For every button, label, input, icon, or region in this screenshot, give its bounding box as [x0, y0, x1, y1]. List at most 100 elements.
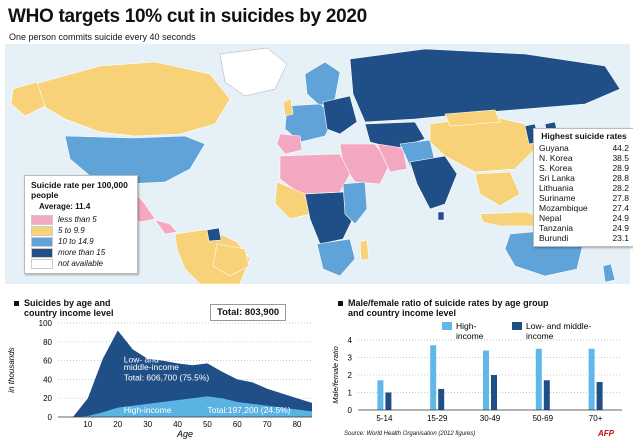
ranking-row: Nepal 24.9: [539, 213, 629, 223]
y-tick-label: 60: [43, 357, 52, 366]
legend-swatch-low-middle: [512, 322, 522, 330]
map-alaska: [10, 81, 46, 117]
ratio-heading-line2: and country income level: [348, 308, 457, 318]
y-tick-label: 2: [348, 371, 353, 380]
legend-label: more than 15: [58, 248, 106, 257]
bar-high-income: [588, 348, 595, 410]
bar-low-middle-income: [438, 389, 445, 410]
ratio-chart-heading: Male/female ratio of suicide rates by ag…: [338, 298, 549, 318]
legend-item: more than 15: [31, 247, 131, 258]
map-southern-africa: [316, 238, 356, 277]
map-iran: [376, 143, 408, 173]
legend-item: 5 to 9.9: [31, 225, 131, 236]
page-subtitle: One person commits suicide every 40 seco…: [9, 32, 196, 42]
legend-label-low-middle-1: Low- and middle-: [526, 321, 591, 331]
x-tick-label: 50-69: [533, 414, 554, 423]
bar-low-middle-income: [491, 375, 497, 410]
bar-high-income: [535, 348, 542, 410]
legend-label-high-income-1: High-: [456, 321, 476, 331]
map-madagascar: [359, 239, 370, 261]
legend-label: 5 to 9.9: [58, 226, 85, 235]
ranking-country: Burundi: [539, 233, 569, 243]
x-tick-label: 70+: [589, 414, 603, 423]
legend-swatch: [31, 225, 53, 236]
y-tick-label: 80: [43, 338, 52, 347]
ranking-rate: 27.8: [612, 193, 629, 203]
source-note: Source: World Health Organisation (2012 …: [344, 431, 476, 437]
y-axis-title: in thousands: [7, 347, 16, 392]
map-mongolia: [444, 109, 501, 127]
x-tick-label: 20: [113, 420, 122, 429]
y-tick-label: 20: [43, 394, 52, 403]
bar-low-middle-income: [385, 392, 392, 410]
legend-label: 10 to 14.9: [58, 237, 94, 246]
legend-item: 10 to 14.9: [31, 236, 131, 247]
area-high-income: [72, 396, 312, 417]
legend-swatch: [31, 214, 53, 225]
legend-label: less than 5: [58, 215, 97, 224]
x-tick-label: 60: [233, 420, 242, 429]
x-tick-label: 15-29: [427, 414, 448, 423]
map-russia: [349, 48, 621, 123]
series-name-high: High-income: [124, 405, 172, 415]
map-uk: [282, 98, 294, 117]
map-legend: Suicide rate per 100,000 people Average:…: [24, 175, 138, 274]
legend-average: Average: 11.4: [39, 202, 91, 211]
ranking-rate: 28.8: [612, 173, 629, 183]
ranking-rate: 44.2: [612, 143, 629, 153]
legend-title: Suicide rate per 100,000 people: [31, 180, 128, 200]
ranking-rate: 24.9: [612, 213, 629, 223]
ranking-country: Nepal: [539, 213, 562, 223]
y-tick-label: 0: [348, 406, 353, 415]
series-name-low-middle-2: middle-income: [124, 362, 180, 372]
map-central-america: [154, 219, 178, 235]
page-title: WHO targets 10% cut in suicides by 2020: [8, 6, 367, 27]
area-low-middle-income: [72, 330, 312, 417]
ranking-row: Guyana 44.2: [539, 143, 629, 153]
bar-low-middle-income: [543, 380, 550, 410]
map-india: [409, 155, 458, 210]
legend-swatch: [31, 258, 53, 269]
ranking-rate: 28.9: [612, 163, 629, 173]
x-tick-label: 5-14: [376, 414, 393, 423]
map-new-zealand: [602, 263, 616, 283]
ranking-row: Sri Lanka 28.8: [539, 173, 629, 183]
y-tick-label: 40: [43, 375, 52, 384]
x-tick-label: 30-49: [480, 414, 501, 423]
map-sri-lanka: [437, 211, 445, 221]
map-southeast-asia: [474, 171, 521, 207]
map-guyana: [206, 227, 222, 242]
series-total-high: Total:197,200 (24.5%): [207, 405, 290, 415]
map-iberia: [276, 133, 303, 155]
x-tick-label: 50: [203, 420, 212, 429]
legend-label-high-income-2: income: [456, 331, 484, 341]
afp-logo: AFP: [598, 429, 614, 438]
x-axis-title: Age: [176, 429, 193, 439]
ranking-country: Sri Lanka: [539, 173, 575, 183]
y-axis-title: Male/female ratio: [331, 346, 340, 404]
ranking-country: Guyana: [539, 143, 569, 153]
y-tick-label: 0: [48, 413, 53, 422]
age-chart-heading: Suicides by age and country income level: [14, 298, 114, 318]
bullet-icon: [14, 301, 19, 307]
ranking-country: Tanzania: [539, 223, 574, 233]
y-tick-label: 100: [39, 319, 53, 328]
map-west-africa: [274, 181, 311, 220]
y-tick-label: 1: [348, 389, 353, 398]
bar-high-income: [483, 350, 489, 410]
ranking-rate: 38.5: [612, 153, 629, 163]
map-greenland: [219, 47, 288, 97]
x-tick-label: 30: [143, 420, 152, 429]
legend-item: not available: [31, 258, 131, 269]
x-tick-label: 80: [293, 420, 302, 429]
